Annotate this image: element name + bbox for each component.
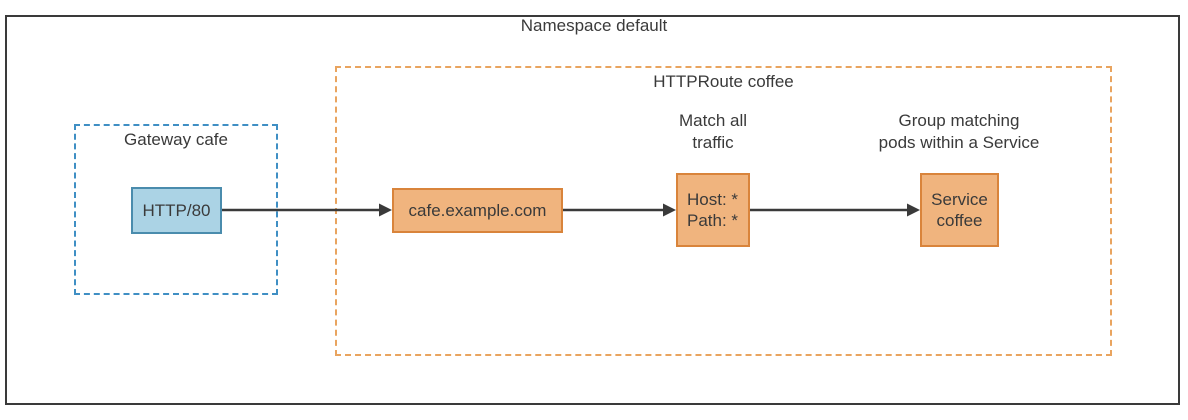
- match-rule-node: Host: * Path: *: [676, 173, 750, 247]
- gateway-listener-node: HTTP/80: [131, 187, 222, 234]
- backend-service-label-line2: coffee: [936, 211, 983, 230]
- match-annotation-line1: Match all: [678, 111, 748, 130]
- match-annotation: Match all traffic: [633, 110, 793, 154]
- match-path-label: Path: *: [687, 211, 739, 230]
- match-annotation-line2: traffic: [692, 133, 734, 152]
- namespace-title: Namespace default: [520, 16, 668, 35]
- gateway-listener-label: HTTP/80: [142, 201, 211, 220]
- hostname-node: cafe.example.com: [392, 188, 563, 233]
- httproute-title: HTTPRoute coffee: [653, 72, 794, 91]
- hostname-label: cafe.example.com: [408, 201, 547, 220]
- gateway-title: Gateway cafe: [124, 130, 228, 149]
- backend-service-node: Service coffee: [920, 173, 999, 247]
- backend-annotation: Group matching pods within a Service: [859, 110, 1059, 154]
- backend-annotation-line1: Group matching: [898, 111, 1020, 130]
- match-host-label: Host: *: [687, 190, 739, 209]
- backend-service-label-line1: Service: [931, 190, 988, 209]
- backend-annotation-line2: pods within a Service: [878, 133, 1040, 152]
